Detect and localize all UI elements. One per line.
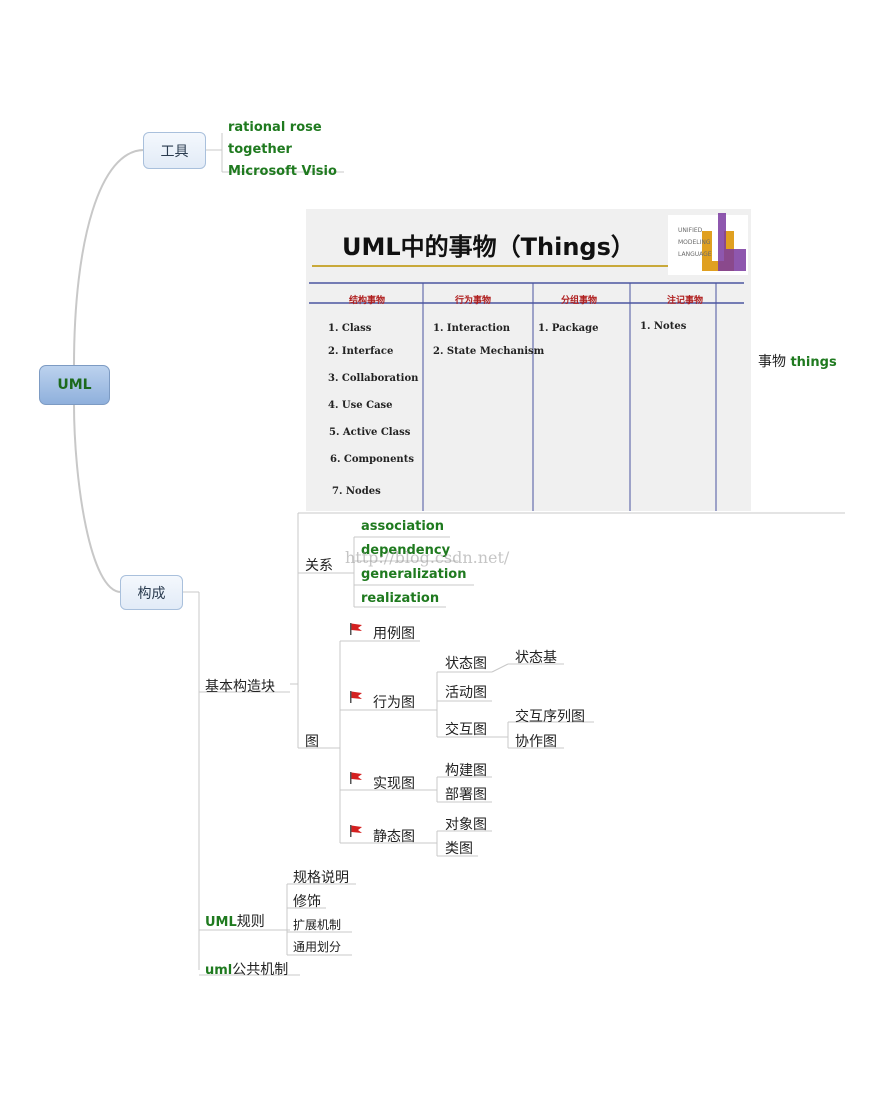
- node-uml-common-mechanism[interactable]: uml公共机制: [205, 962, 289, 978]
- flag-icon: [350, 825, 362, 837]
- node-state-diagram[interactable]: 状态图: [445, 656, 487, 672]
- grouping-item: 1. Package: [538, 323, 599, 334]
- node-static-diagram[interactable]: 静态图: [373, 829, 415, 845]
- logo-line-3: LANGUAGE: [678, 251, 712, 258]
- node-activity-diagram[interactable]: 活动图: [445, 685, 487, 701]
- node-behavior-diagram[interactable]: 行为图: [373, 695, 415, 711]
- node-uml-rules-label: UML规则: [205, 914, 265, 930]
- structural-item: 4. Use Case: [328, 400, 393, 411]
- tool-together[interactable]: together: [228, 142, 292, 157]
- structural-item: 1. Class: [328, 323, 372, 334]
- node-composition-label: 构成: [137, 585, 166, 602]
- node-deployment-diagram[interactable]: 部署图: [445, 787, 487, 803]
- node-basic-blocks[interactable]: 基本构造块: [205, 679, 275, 695]
- structural-item: 2. Interface: [328, 346, 394, 357]
- root-label: UML: [57, 377, 92, 393]
- structural-item: 3. Collaboration: [328, 373, 419, 384]
- watermark-text: http://blog.csdn.net/: [345, 548, 510, 567]
- flag-icon: [350, 772, 362, 784]
- node-tools[interactable]: 工具: [143, 132, 206, 169]
- behavioral-item: 2. State Mechanism: [433, 346, 545, 357]
- root-node-uml[interactable]: UML: [39, 365, 110, 405]
- behavioral-item: 1. Interaction: [433, 323, 511, 334]
- flag-icon: [350, 691, 362, 703]
- node-state-base[interactable]: 状态基: [515, 650, 557, 666]
- tool-rational-rose[interactable]: rational rose: [228, 120, 322, 135]
- logo-line-1: UNIFIED: [678, 227, 703, 234]
- tool-microsoft-visio[interactable]: Microsoft Visio: [228, 164, 337, 179]
- node-sequence-diagram[interactable]: 交互序列图: [515, 709, 585, 725]
- node-tools-label: 工具: [160, 143, 189, 160]
- node-interaction-diagram[interactable]: 交互图: [445, 722, 487, 738]
- structural-item: 5. Active Class: [329, 427, 411, 438]
- node-things[interactable]: 事物 things: [758, 351, 837, 371]
- logo-line-2: MODELING: [678, 239, 711, 246]
- node-diagrams[interactable]: 图: [305, 734, 319, 750]
- rule-specification[interactable]: 规格说明: [293, 870, 349, 886]
- col-header-structural: 结构事物: [349, 296, 386, 306]
- col-header-grouping: 分组事物: [561, 296, 598, 306]
- node-class-diagram[interactable]: 类图: [445, 841, 473, 857]
- rule-extension-mechanism[interactable]: 扩展机制: [293, 918, 342, 932]
- node-things-en: things: [790, 355, 837, 370]
- col-header-behavioral: 行为事物: [455, 296, 492, 306]
- relation-association[interactable]: association: [361, 519, 444, 534]
- things-image-title: UML中的事物（Things）: [342, 233, 635, 261]
- node-object-diagram[interactable]: 对象图: [445, 817, 487, 833]
- relation-realization[interactable]: realization: [361, 591, 440, 606]
- node-composition[interactable]: 构成: [120, 575, 183, 610]
- uml-logo-text: UNIFIED MODELING LANGUAGE: [678, 225, 712, 261]
- flag-icon: [350, 623, 362, 635]
- node-collaboration-diagram[interactable]: 协作图: [515, 734, 557, 750]
- structural-item: 6. Components: [330, 454, 414, 465]
- things-image-grid: [309, 213, 748, 511]
- rule-adornment[interactable]: 修饰: [293, 894, 321, 910]
- col-header-annotational: 注记事物: [667, 296, 704, 306]
- node-component-diagram[interactable]: 构建图: [445, 763, 487, 779]
- node-relations[interactable]: 关系: [305, 558, 333, 574]
- node-implementation-diagram[interactable]: 实现图: [373, 776, 415, 792]
- node-uml-rules[interactable]: UML规则: [205, 911, 265, 931]
- node-usecase-diagram[interactable]: 用例图: [373, 626, 415, 642]
- rule-common-division[interactable]: 通用划分: [293, 940, 342, 954]
- node-things-cn: 事物: [758, 354, 786, 370]
- relation-dependency[interactable]: dependency: [361, 543, 451, 558]
- structural-item: 7. Nodes: [332, 486, 381, 497]
- things-image: UML中的事物（Things） UNIFIED MODELING LANGUAG…: [306, 209, 751, 511]
- relation-generalization[interactable]: generalization: [361, 567, 467, 582]
- annotational-item: 1. Notes: [640, 321, 687, 332]
